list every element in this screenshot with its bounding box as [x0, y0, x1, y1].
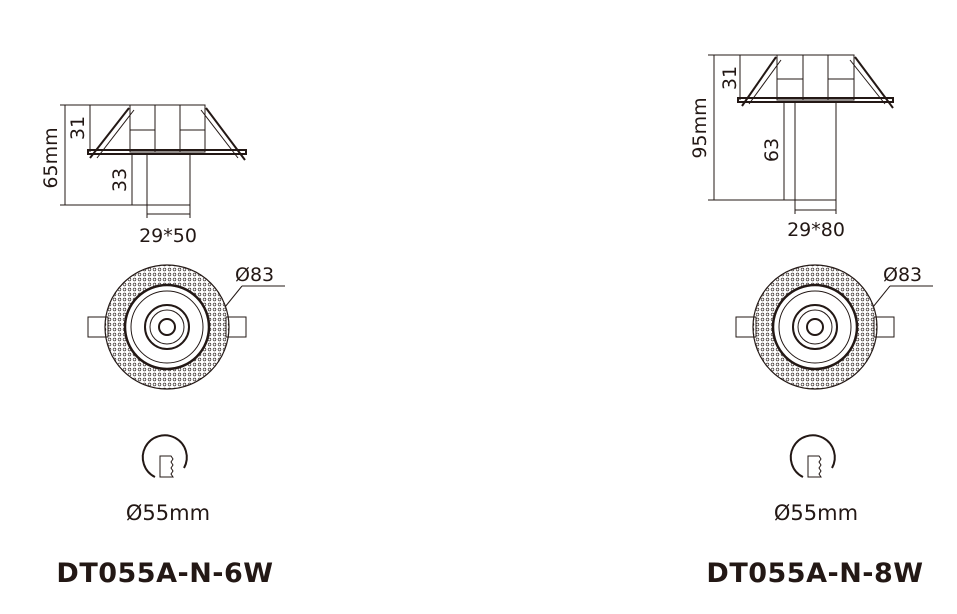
cutout-label: Ø55mm [774, 501, 858, 525]
cutout-hole-icon [789, 434, 836, 478]
total-height-label: 65mm [40, 127, 62, 188]
model-title-6w: DT055A-N-6W [56, 558, 274, 589]
top-view-8w: Ø83 [735, 264, 933, 390]
outer-diameter-label: Ø83 [883, 264, 922, 286]
trim-height-label: 31 [719, 66, 741, 90]
body-size-label: 29*80 [787, 219, 845, 241]
body-size-label: 29*50 [139, 225, 197, 247]
side-view-8w: 95mm 31 63 29*80 [689, 54, 894, 241]
model-title-8w: DT055A-N-8W [706, 558, 924, 589]
trim-height-label: 31 [67, 116, 89, 140]
top-view-6w: Ø83 [87, 264, 285, 390]
cutout-hole-icon [141, 434, 188, 478]
cutout-label: Ø55mm [126, 501, 210, 525]
total-height-label: 95mm [689, 97, 711, 158]
body-height-label: 33 [109, 168, 131, 192]
body-height-label: 63 [761, 138, 783, 162]
side-view-6w: 65mm 31 33 29*50 [40, 104, 247, 247]
outer-diameter-label: Ø83 [235, 264, 274, 286]
